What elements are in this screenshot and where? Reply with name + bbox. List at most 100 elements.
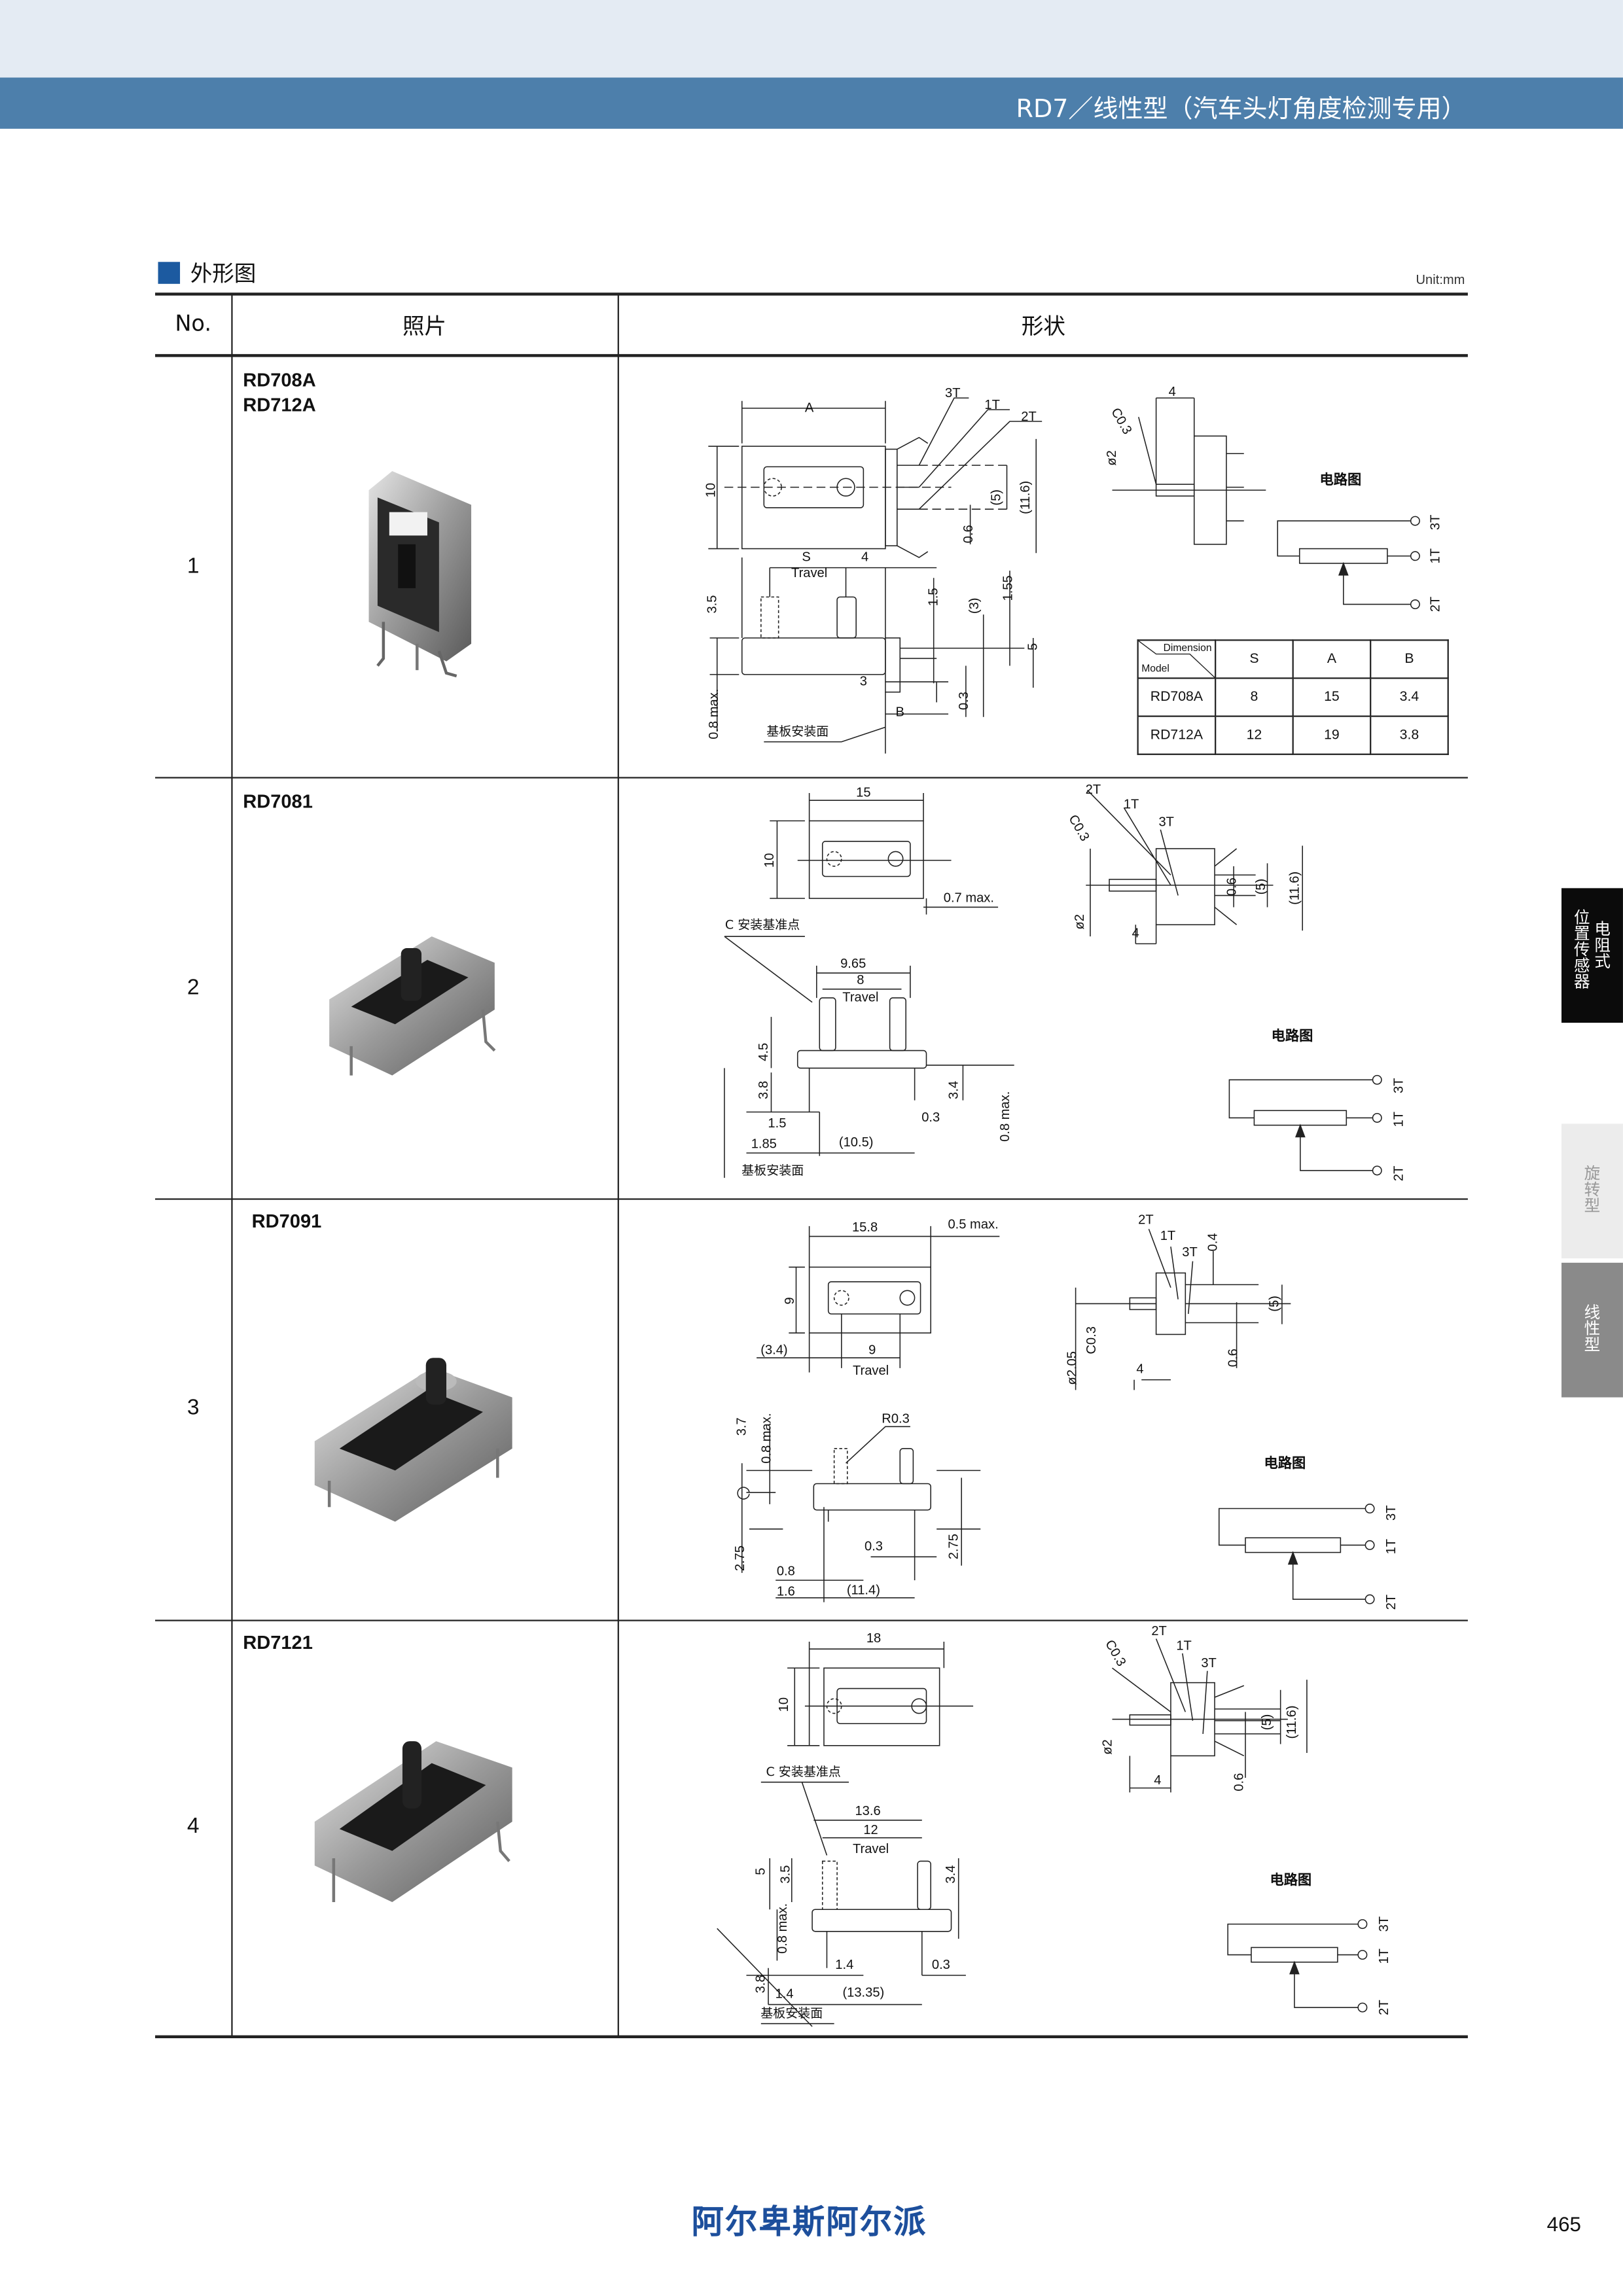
terminal-label: 1T xyxy=(1391,1111,1406,1127)
corner-label-dimension: Dimension xyxy=(1163,643,1212,654)
dimension-table-corner: Dimension Model xyxy=(1137,639,1217,679)
dimension-label: 0.6 xyxy=(961,525,976,544)
page-number: 465 xyxy=(1546,2212,1581,2236)
rd7121-end-view xyxy=(1112,1638,1308,1793)
rd7121-top-view xyxy=(787,1642,974,1746)
dimension-label: C0.3 xyxy=(1083,1326,1099,1354)
circuit-title: 电路图 xyxy=(1319,472,1362,489)
dimension-label: 1.4 xyxy=(835,1956,854,1972)
terminal-label: 2T xyxy=(1021,409,1037,424)
resistor-symbol xyxy=(1298,548,1388,564)
dimension-label: 3 xyxy=(859,673,867,689)
corner-diagonal xyxy=(1138,641,1215,678)
mounting-surface-label: 基板安装面 xyxy=(741,1164,804,1179)
dimension-label: 4 xyxy=(1168,384,1176,399)
dimension-label: 10 xyxy=(703,482,718,498)
terminal-label: 1T xyxy=(1123,796,1139,811)
terminal-icon xyxy=(1357,1950,1368,1960)
dimension-label: 10 xyxy=(761,853,777,868)
dimension-label: (5) xyxy=(1253,878,1268,895)
terminal-icon xyxy=(1357,1919,1368,1930)
dimension-label: 15.8 xyxy=(851,1219,878,1235)
model-cell: RD712A xyxy=(1137,715,1217,755)
dimension-label: Travel xyxy=(791,565,828,580)
unit-label: Unit:mm xyxy=(1416,272,1465,287)
header-title: RD7／线性型（汽车头灯角度检测专用） xyxy=(1016,95,1467,125)
row-number: 2 xyxy=(187,975,200,1000)
dimension-label: 0.3 xyxy=(956,692,971,711)
dimension-label: 1.5 xyxy=(768,1116,787,1131)
dimension-label: S xyxy=(802,549,811,565)
dimension-label: 3.4 xyxy=(946,1080,961,1099)
terminal-label: 2T xyxy=(1376,2000,1391,2015)
terminal-label: 3T xyxy=(1201,1655,1217,1670)
terminal-label: 1T xyxy=(1427,548,1442,564)
terminal-label: 2T xyxy=(1391,1165,1406,1182)
terminal-label: 3T xyxy=(1427,514,1442,531)
model-name: RD708A xyxy=(243,368,316,391)
dimension-label: 1.5 xyxy=(925,588,940,607)
side-tab-label: 电阻式 xyxy=(1592,920,1612,969)
dimension-label: 0.4 xyxy=(1205,1233,1220,1252)
wiper-arrow-icon xyxy=(1287,1551,1298,1565)
row-divider xyxy=(155,1619,1468,1621)
value-cell: 19 xyxy=(1292,715,1372,755)
column-header-shape: 形状 xyxy=(1021,313,1065,340)
terminal-label: 1T xyxy=(1383,1538,1399,1555)
dimension-label: Travel xyxy=(842,989,879,1005)
terminal-label: 3T xyxy=(1158,814,1175,829)
circuit-diagram xyxy=(1277,516,1420,610)
row-divider xyxy=(155,1198,1468,1200)
value-cell: 3.8 xyxy=(1370,715,1449,755)
dimension-label: 10 xyxy=(776,1697,791,1712)
dimension-label: 12 xyxy=(863,1822,878,1837)
reference-point-label: C 安装基准点 xyxy=(766,1765,841,1780)
column-header-no: No. xyxy=(175,310,212,337)
dimension-label: A xyxy=(804,400,814,415)
rd7091-end-view xyxy=(1075,1229,1291,1390)
dimension-label: 1.85 xyxy=(751,1136,777,1151)
dimension-label: 8 xyxy=(857,972,865,987)
dimension-label: 4 xyxy=(1136,1361,1144,1377)
circuit-title: 电路图 xyxy=(1264,1456,1306,1472)
dimension-label: (11.6) xyxy=(1018,480,1033,514)
dimension-label: 1.6 xyxy=(776,1583,795,1599)
dimension-label: 0.8 max. xyxy=(775,1903,790,1954)
dimension-label: 4 xyxy=(1154,1773,1162,1788)
dimension-label: 2.75 xyxy=(946,1534,961,1560)
column-header: B xyxy=(1370,639,1449,679)
product-photo-rd708a xyxy=(368,471,472,678)
dimension-label: 5 xyxy=(1025,643,1040,651)
dimension-label: ø2 xyxy=(1099,1739,1115,1755)
table-header-rule xyxy=(155,354,1468,357)
mounting-surface-label: 基板安装面 xyxy=(766,725,829,740)
value-cell: 15 xyxy=(1292,677,1372,717)
column-divider xyxy=(231,294,233,2037)
terminal-label: 1T xyxy=(984,397,1000,412)
model-name: RD712A xyxy=(243,393,316,416)
dimension-label: (3) xyxy=(967,597,982,614)
side-tab-linear[interactable]: 线性型 xyxy=(1561,1262,1623,1398)
dimension-label: ø2 xyxy=(1072,914,1087,930)
column-header: A xyxy=(1292,639,1372,679)
dimension-label: (5) xyxy=(1259,1714,1274,1731)
terminal-icon xyxy=(1410,551,1420,561)
dimension-label: (13.35) xyxy=(842,1985,885,2000)
dimension-label: 3.5 xyxy=(704,595,720,614)
dimension-label: B xyxy=(895,704,904,720)
terminal-icon xyxy=(1410,599,1420,610)
wiper-arrow-icon xyxy=(1289,1960,1300,1975)
header-bar: RD7／线性型（汽车头灯角度检测专用） xyxy=(0,77,1623,129)
dimension-label: Travel xyxy=(852,1841,889,1856)
wiper-arrow-icon xyxy=(1295,1123,1306,1138)
side-tab-resistive-position-sensor[interactable]: 电阻式 位置传感器 xyxy=(1561,888,1623,1023)
dimension-label: 1.55 xyxy=(1000,575,1015,601)
dimension-label: 3.8 xyxy=(755,1080,771,1099)
rd7091-top-view xyxy=(757,1226,1000,1373)
side-tab-rotary[interactable]: 旋转型 xyxy=(1561,1123,1623,1259)
mounting-surface-label: 基板安装面 xyxy=(760,2007,823,2022)
dimension-label: ø2.05 xyxy=(1064,1351,1080,1385)
dimension-label: (5) xyxy=(988,489,1003,506)
circuit-diagram xyxy=(1228,1074,1382,1176)
